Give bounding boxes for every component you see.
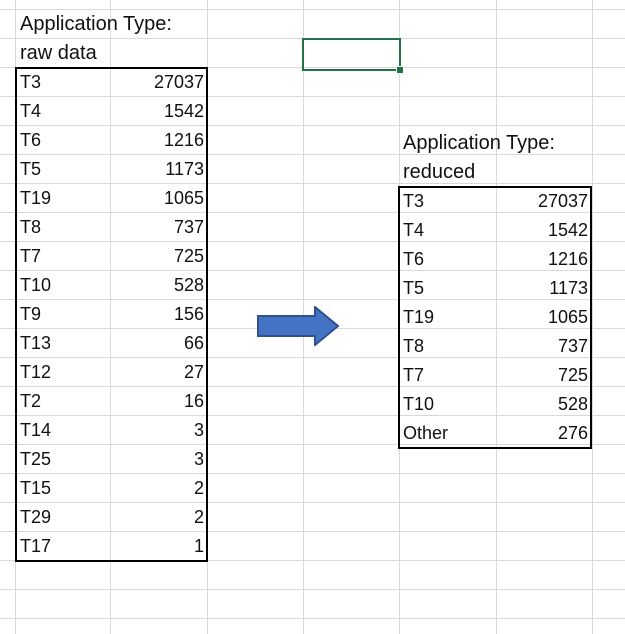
raw-row-value[interactable]: 3 xyxy=(193,420,204,440)
reduced-row-value[interactable]: 276 xyxy=(557,423,588,443)
gridline-horizontal xyxy=(0,473,625,474)
raw-row-value[interactable]: 737 xyxy=(173,217,204,237)
gridline-horizontal xyxy=(0,357,625,358)
reduced-row-label[interactable]: T5 xyxy=(403,278,425,298)
reduced-row-label[interactable]: Other xyxy=(403,423,449,443)
reduced-row-value[interactable]: 737 xyxy=(557,336,588,356)
gridline-horizontal xyxy=(0,502,625,503)
raw-row-value[interactable]: 725 xyxy=(173,246,204,266)
raw-row-label[interactable]: T4 xyxy=(20,101,42,121)
raw-row-label[interactable]: T14 xyxy=(20,420,52,440)
gridline-horizontal xyxy=(0,241,625,242)
raw-table-title-line1: Application Type: xyxy=(20,13,172,35)
raw-row-value[interactable]: 1065 xyxy=(163,188,204,208)
raw-row-label[interactable]: T7 xyxy=(20,246,42,266)
raw-row-value[interactable]: 2 xyxy=(193,478,204,498)
raw-row-label[interactable]: T5 xyxy=(20,159,42,179)
gridline-vertical xyxy=(592,0,593,634)
reduced-row-value[interactable]: 725 xyxy=(557,365,588,385)
raw-row-label[interactable]: T9 xyxy=(20,304,42,324)
reduced-table-title-line1: Application Type: xyxy=(403,132,555,154)
raw-row-label[interactable]: T13 xyxy=(20,333,52,353)
gridline-horizontal xyxy=(0,212,625,213)
gridline-horizontal xyxy=(0,183,625,184)
raw-row-label[interactable]: T2 xyxy=(20,391,42,411)
reduced-row-value[interactable]: 1216 xyxy=(547,249,588,269)
raw-row-label[interactable]: T17 xyxy=(20,536,52,556)
raw-row-value[interactable]: 3 xyxy=(193,449,204,469)
raw-row-label[interactable]: T29 xyxy=(20,507,52,527)
raw-row-label[interactable]: T6 xyxy=(20,130,42,150)
raw-table-title-line2: raw data xyxy=(20,42,97,64)
reduced-row-label[interactable]: T3 xyxy=(403,191,425,211)
gridline-horizontal xyxy=(0,9,625,10)
reduced-row-value[interactable]: 1542 xyxy=(547,220,588,240)
raw-row-value[interactable]: 1 xyxy=(193,536,204,556)
raw-row-label[interactable]: T10 xyxy=(20,275,52,295)
raw-row-value[interactable]: 1542 xyxy=(163,101,204,121)
gridline-horizontal xyxy=(0,618,625,619)
reduced-row-value[interactable]: 1173 xyxy=(549,278,588,298)
gridline-horizontal xyxy=(0,125,625,126)
reduced-row-value[interactable]: 1065 xyxy=(547,307,588,327)
raw-row-label[interactable]: T19 xyxy=(20,188,52,208)
gridline-horizontal xyxy=(0,67,625,68)
raw-row-value[interactable]: 27 xyxy=(183,362,204,382)
raw-row-value[interactable]: 66 xyxy=(183,333,204,353)
raw-row-value[interactable]: 16 xyxy=(183,391,204,411)
raw-row-value[interactable]: 27037 xyxy=(153,72,204,92)
reduced-row-value[interactable]: 27037 xyxy=(537,191,588,211)
raw-row-value[interactable]: 528 xyxy=(173,275,204,295)
reduced-row-label[interactable]: T19 xyxy=(403,307,435,327)
raw-row-value[interactable]: 156 xyxy=(173,304,204,324)
raw-row-label[interactable]: T15 xyxy=(20,478,52,498)
reduced-row-label[interactable]: T8 xyxy=(403,336,425,356)
raw-row-label[interactable]: T12 xyxy=(20,362,52,382)
gridline-horizontal xyxy=(0,531,625,532)
gridline-horizontal xyxy=(0,444,625,445)
gridline-horizontal xyxy=(0,299,625,300)
selected-cell[interactable] xyxy=(302,38,401,71)
raw-row-value[interactable]: 2 xyxy=(193,507,204,527)
reduced-row-label[interactable]: T6 xyxy=(403,249,425,269)
gridline-horizontal xyxy=(0,560,625,561)
gridline-horizontal xyxy=(0,96,625,97)
gridline-horizontal xyxy=(0,154,625,155)
raw-row-label[interactable]: T8 xyxy=(20,217,42,237)
raw-row-label[interactable]: T3 xyxy=(20,72,42,92)
reduced-row-label[interactable]: T4 xyxy=(403,220,425,240)
raw-row-value[interactable]: 1216 xyxy=(163,130,204,150)
fill-handle[interactable] xyxy=(396,66,404,74)
reduced-row-label[interactable]: T10 xyxy=(403,394,435,414)
right-arrow-icon xyxy=(257,306,339,346)
reduced-row-value[interactable]: 528 xyxy=(557,394,588,414)
raw-row-label[interactable]: T25 xyxy=(20,449,52,469)
gridline-horizontal xyxy=(0,415,625,416)
reduced-table-title-line2: reduced xyxy=(403,161,476,183)
gridline-horizontal xyxy=(0,589,625,590)
gridline-horizontal xyxy=(0,270,625,271)
gridline-horizontal xyxy=(0,386,625,387)
raw-row-value[interactable]: 1173 xyxy=(165,159,204,179)
gridline-vertical xyxy=(110,0,111,634)
gridline-vertical xyxy=(496,0,497,634)
reduced-row-label[interactable]: T7 xyxy=(403,365,425,385)
